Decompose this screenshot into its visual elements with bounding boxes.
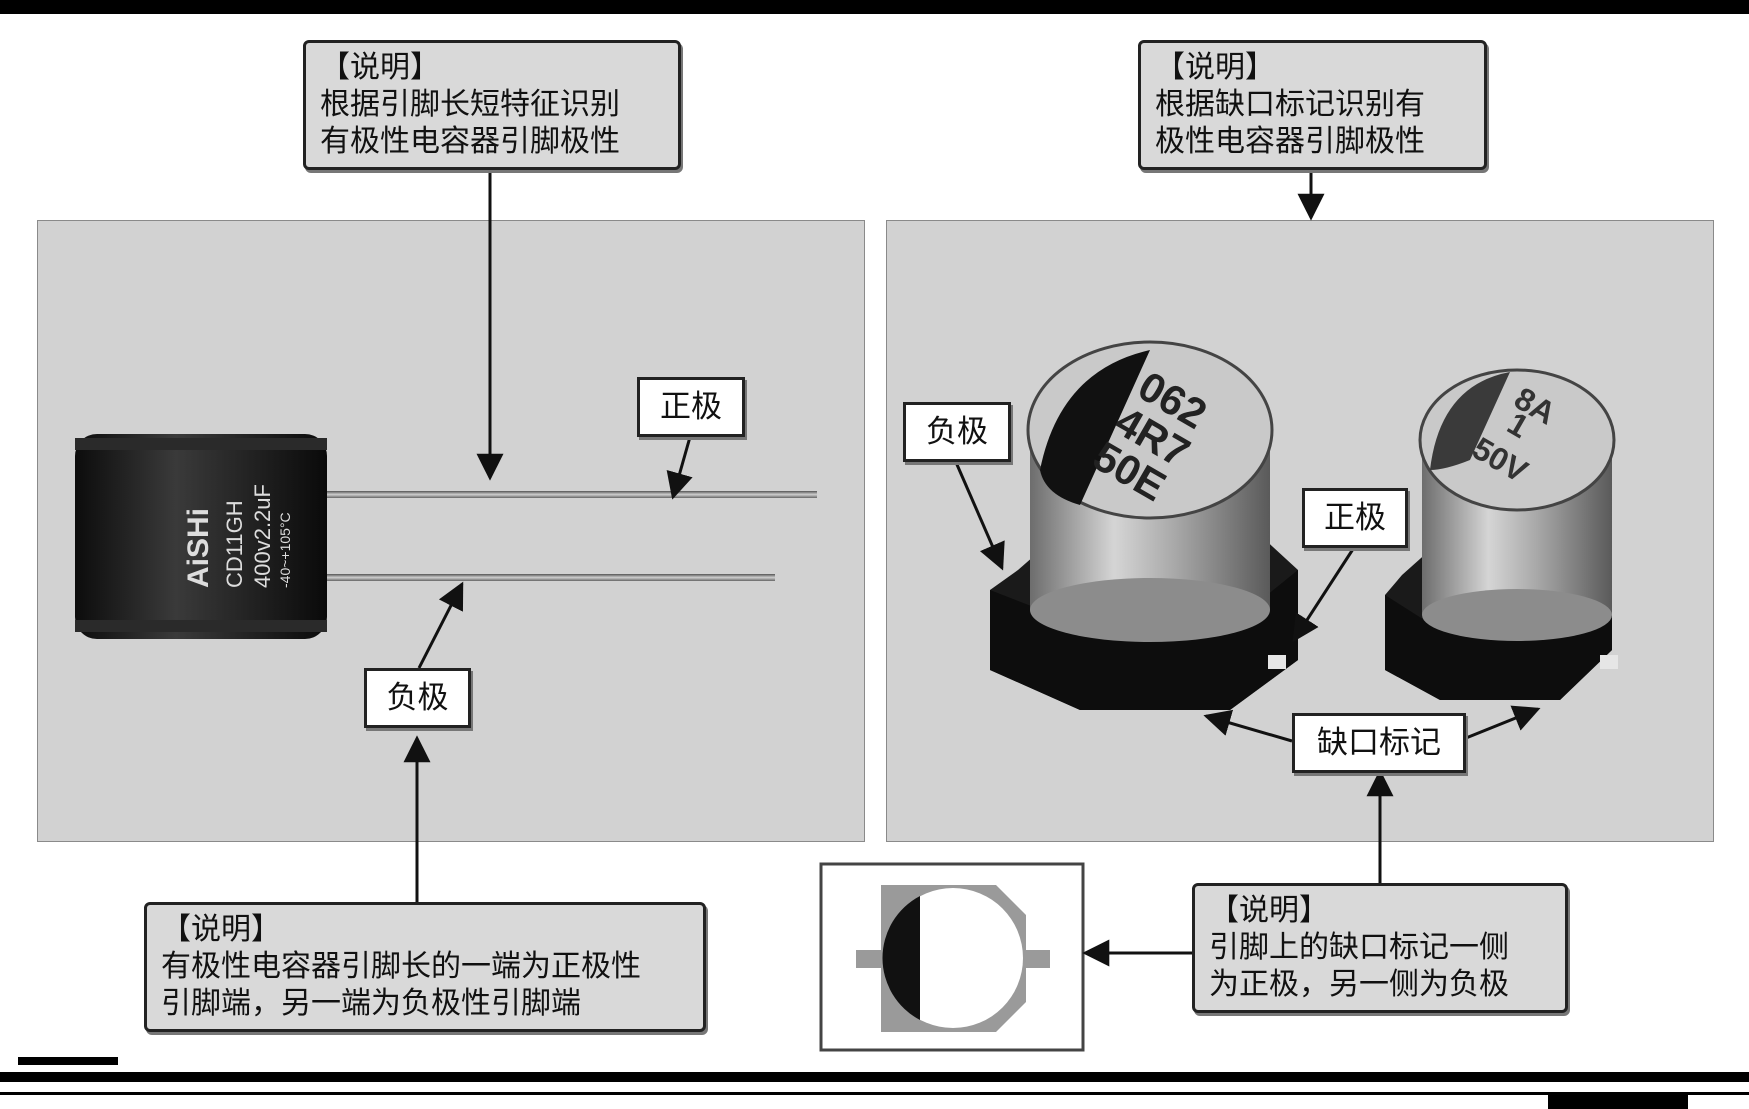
note-title: 【说明】	[320, 50, 440, 85]
tag-notch-mark: 缺口标记	[1292, 713, 1466, 773]
arrow-notch-right	[1465, 705, 1541, 740]
note-left-top: 【说明】 根据引脚长短特征识别 有极性电容器引脚极性	[303, 40, 681, 170]
smd-capacitor-small	[1385, 368, 1618, 700]
note-line: 根据缺口标记识别有	[1155, 87, 1425, 122]
smd-capacitor-large	[990, 340, 1298, 710]
tag-negative-right: 负极	[903, 402, 1011, 462]
short-lead	[325, 574, 775, 581]
note-line: 极性电容器引脚极性	[1155, 124, 1425, 159]
note-line: 为正极，另一侧为负极	[1209, 967, 1509, 1002]
note-left-bottom: 【说明】 有极性电容器引脚长的一端为正极性 引脚端，另一端为负极性引脚端	[144, 902, 706, 1032]
notch-symbol	[856, 885, 1050, 1032]
note-title: 【说明】	[1155, 50, 1275, 85]
bottom-corner-block	[1548, 1095, 1688, 1109]
bottom-rule-thin	[0, 1092, 1749, 1095]
note-right-top: 【说明】 根据缺口标记识别有 极性电容器引脚极性	[1138, 40, 1487, 170]
note-right-bottom: 【说明】 引脚上的缺口标记一侧 为正极，另一侧为负极	[1192, 883, 1568, 1013]
arrow-positive-left	[666, 436, 693, 500]
note-title: 【说明】	[161, 912, 281, 947]
bottom-rule	[0, 1072, 1749, 1082]
note-line: 根据引脚长短特征识别	[320, 87, 620, 122]
radial-temp: -40~+105°C	[277, 512, 293, 588]
arrow-positive-right	[1292, 545, 1357, 643]
note-line: 引脚端，另一端为负极性引脚端	[161, 986, 581, 1021]
note-line: 有极性电容器引脚极性	[320, 124, 620, 159]
tag-positive-left: 正极	[637, 377, 745, 437]
note-line: 有极性电容器引脚长的一端为正极性	[161, 949, 641, 984]
radial-capacitor-text: AiSHi CD11GH 400v2.2uF -40~+105°C	[182, 484, 293, 588]
top-rule	[0, 0, 1749, 14]
arrow-notch-left	[1203, 709, 1293, 743]
bottom-rule-short	[18, 1057, 118, 1065]
tag-positive-right: 正极	[1302, 488, 1408, 548]
radial-brand: AiSHi	[182, 508, 215, 588]
radial-rating: 400v2.2uF	[250, 484, 275, 588]
note-title: 【说明】	[1209, 893, 1329, 928]
arrow-negative-left	[417, 581, 464, 669]
note-line: 引脚上的缺口标记一侧	[1209, 930, 1509, 965]
long-lead	[325, 491, 817, 498]
tag-negative-left: 负极	[364, 668, 471, 728]
radial-series: CD11GH	[222, 500, 247, 588]
radial-capacitor	[75, 434, 327, 639]
arrow-negative-right	[953, 459, 1005, 571]
